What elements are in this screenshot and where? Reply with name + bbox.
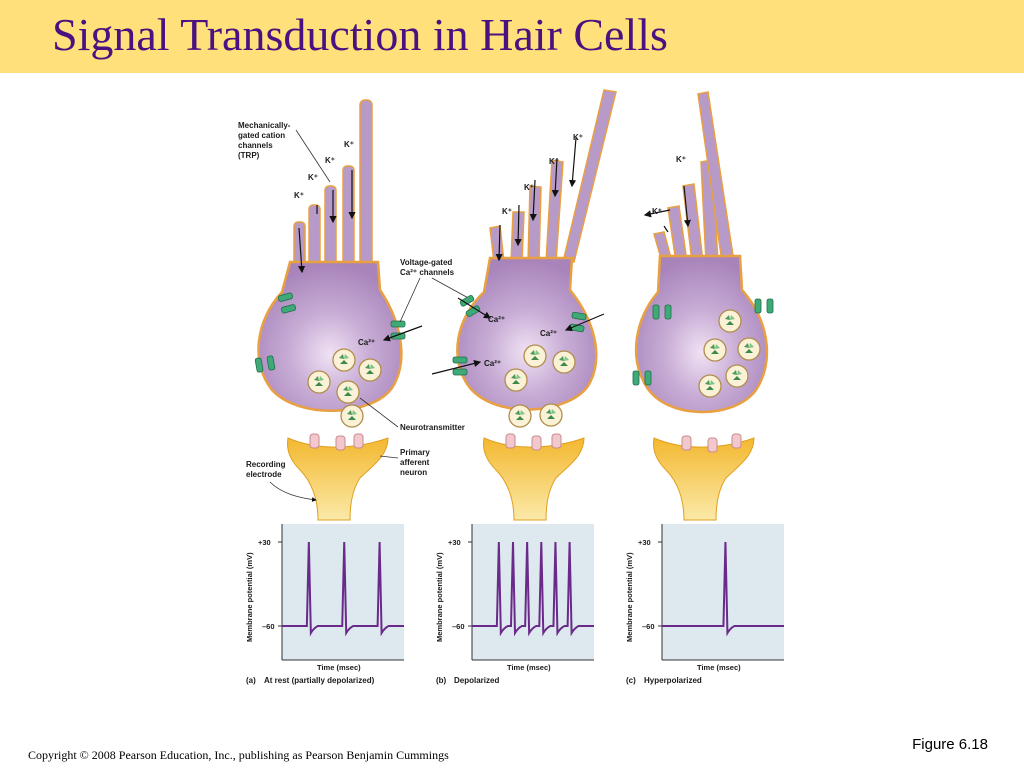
electrode-label-line2: electrode — [246, 470, 282, 479]
k-ion-label: K⁺ — [308, 173, 318, 182]
vesicle-icon — [698, 374, 722, 398]
ylabel-c: Membrane potential (mV) — [625, 552, 634, 642]
vesicle-icon — [332, 348, 356, 372]
electrode-label-line1: Recording — [246, 460, 286, 469]
cell-body-b — [456, 256, 598, 411]
k-ion-label: K⁺ — [524, 183, 534, 192]
panel-b-caption: Depolarized — [454, 676, 499, 685]
neurotransmitter-label: Neurotransmitter — [400, 423, 465, 432]
tick-top-a: +30 — [258, 538, 271, 547]
afferent-label-line1: Primary — [400, 448, 430, 457]
k-ion-label: K⁺ — [325, 156, 335, 165]
panel-b-letter: (b) — [436, 676, 447, 685]
panel-c-caption: Hyperpolarized — [644, 676, 702, 685]
afferent-label-line3: neuron — [400, 468, 427, 477]
annotation-labels: Mechanically- gated cation channels (TRP… — [238, 121, 473, 502]
ca-ion-label: Ca²⁺ — [358, 338, 375, 347]
trace-b — [472, 541, 594, 637]
afferent-label-line2: afferent — [400, 458, 430, 467]
mechano-label-line4: (TRP) — [238, 151, 260, 160]
ylabel-b: Membrane potential (mV) — [435, 552, 444, 642]
k-ion-label: K⁺ — [676, 155, 686, 164]
vesicle-icon — [336, 380, 360, 404]
trace-a — [282, 541, 404, 637]
vesicle-icon — [340, 404, 364, 428]
k-ion-label: K⁺ — [573, 133, 583, 142]
vesicle-icon — [737, 337, 761, 361]
graph-panel-b: +30 –60 Membrane potential (mV) Time (ms… — [435, 524, 594, 685]
vesicle-icon — [504, 368, 528, 392]
xlabel-b: Time (msec) — [507, 663, 551, 672]
panel-c-letter: (c) — [626, 676, 636, 685]
hair-cell-depolarized: Ca²⁺ Ca²⁺ Ca²⁺ K⁺ K⁺ K⁺ K⁺ — [431, 89, 617, 521]
k-ion-label: K⁺ — [344, 140, 354, 149]
afferent-neuron-c — [653, 437, 755, 521]
ca-channel-icon — [754, 298, 774, 314]
mechano-label-line3: channels — [238, 141, 273, 150]
vesicle-icon — [703, 338, 727, 362]
xlabel-a: Time (msec) — [317, 663, 361, 672]
tick-top-c: +30 — [638, 538, 651, 547]
k-ion-label: K⁺ — [502, 207, 512, 216]
vesicle-icon — [307, 370, 331, 394]
hair-cell-resting: Ca²⁺ K⁺ K⁺ K⁺ K⁺ — [254, 99, 423, 521]
ylabel-a: Membrane potential (mV) — [245, 552, 254, 642]
trace-c — [662, 541, 784, 637]
k-ion-label: K⁺ — [549, 157, 559, 166]
figure-number: Figure 6.18 — [912, 736, 988, 753]
hair-cell-hyperpolarized: K⁺ K⁺ — [632, 91, 774, 521]
vesicle-icon — [552, 350, 576, 374]
mechano-label-line2: gated cation — [238, 131, 285, 140]
voltage-label-line1: Voltage-gated — [400, 258, 452, 267]
graph-bg-b — [472, 524, 594, 660]
ca-ion-label: Ca²⁺ — [540, 329, 557, 338]
tick-bottom-b: –60 — [452, 622, 465, 631]
tick-bottom-c: –60 — [642, 622, 655, 631]
vesicle-icon — [539, 403, 563, 427]
ca-ion-label: Ca²⁺ — [488, 315, 505, 324]
mechano-label-line1: Mechanically- — [238, 121, 291, 130]
panel-a-letter: (a) — [246, 676, 256, 685]
title-bar — [0, 0, 1024, 73]
graph-bg-c — [662, 524, 784, 660]
vesicle-icon — [725, 364, 749, 388]
tick-bottom-a: –60 — [262, 622, 275, 631]
k-ion-label: K⁺ — [652, 207, 662, 216]
vesicle-icon — [358, 358, 382, 382]
ca-ion-label: Ca²⁺ — [484, 359, 501, 368]
graph-panel-a: +30 –60 Membrane potential (mV) Time (ms… — [245, 524, 404, 685]
panel-a-caption: At rest (partially depolarized) — [264, 676, 375, 685]
k-ion-label: K⁺ — [294, 191, 304, 200]
copyright-notice: Copyright © 2008 Pearson Education, Inc.… — [28, 748, 449, 762]
vesicle-icon — [718, 309, 742, 333]
vesicle-icon — [508, 404, 532, 428]
voltage-label-line2: Ca²⁺ channels — [400, 268, 455, 277]
vesicle-icon — [523, 344, 547, 368]
xlabel-c: Time (msec) — [697, 663, 741, 672]
tick-top-b: +30 — [448, 538, 461, 547]
cell-body-a — [257, 260, 403, 413]
slide-title: Signal Transduction in Hair Cells — [52, 9, 668, 60]
graph-panel-c: +30 –60 Membrane potential (mV) Time (ms… — [625, 524, 784, 685]
